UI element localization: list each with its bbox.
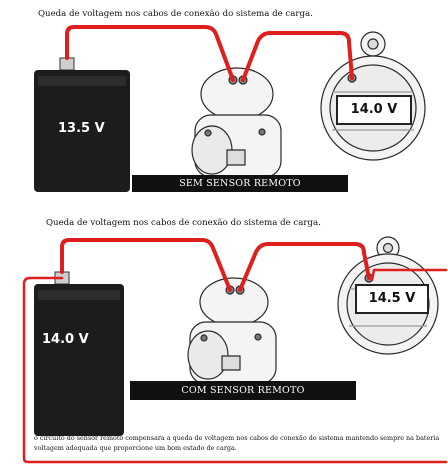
battery-bottom-body bbox=[34, 284, 124, 436]
battery-voltage-top: 13.5 V bbox=[58, 121, 105, 136]
battery-voltage-bottom: 14.0 V bbox=[42, 332, 89, 347]
footnote: o circuito do sensor remoto compensara a… bbox=[34, 434, 440, 452]
starter-motor-top bbox=[191, 67, 282, 178]
battery-bottom bbox=[34, 271, 124, 436]
wire-starter-to-alternator-bottom bbox=[238, 242, 371, 292]
wires-top bbox=[65, 25, 354, 82]
wires-bottom bbox=[60, 238, 371, 292]
remote-sensor-wire bbox=[22, 268, 448, 464]
battery-top bbox=[34, 57, 130, 192]
label-with-remote-sensor: COM SENSOR REMOTO bbox=[130, 381, 356, 400]
caption-bottom: Queda de voltagem nos cabos de conexão d… bbox=[46, 218, 321, 228]
alternator-voltage-top: 14.0 V bbox=[336, 95, 412, 125]
caption-top: Queda de voltagem nos cabos de conexão d… bbox=[38, 9, 313, 19]
battery-top-body bbox=[34, 70, 130, 192]
starter-motor-bottom bbox=[187, 277, 277, 385]
wire-battery-to-starter-top bbox=[65, 25, 235, 82]
wire-battery-to-starter-bottom bbox=[60, 238, 232, 292]
alternator-voltage-bottom: 14.5 V bbox=[355, 284, 429, 314]
wire-starter-to-alternator-top bbox=[241, 31, 354, 82]
label-without-remote-sensor: SEM SENSOR REMOTO bbox=[132, 175, 348, 192]
